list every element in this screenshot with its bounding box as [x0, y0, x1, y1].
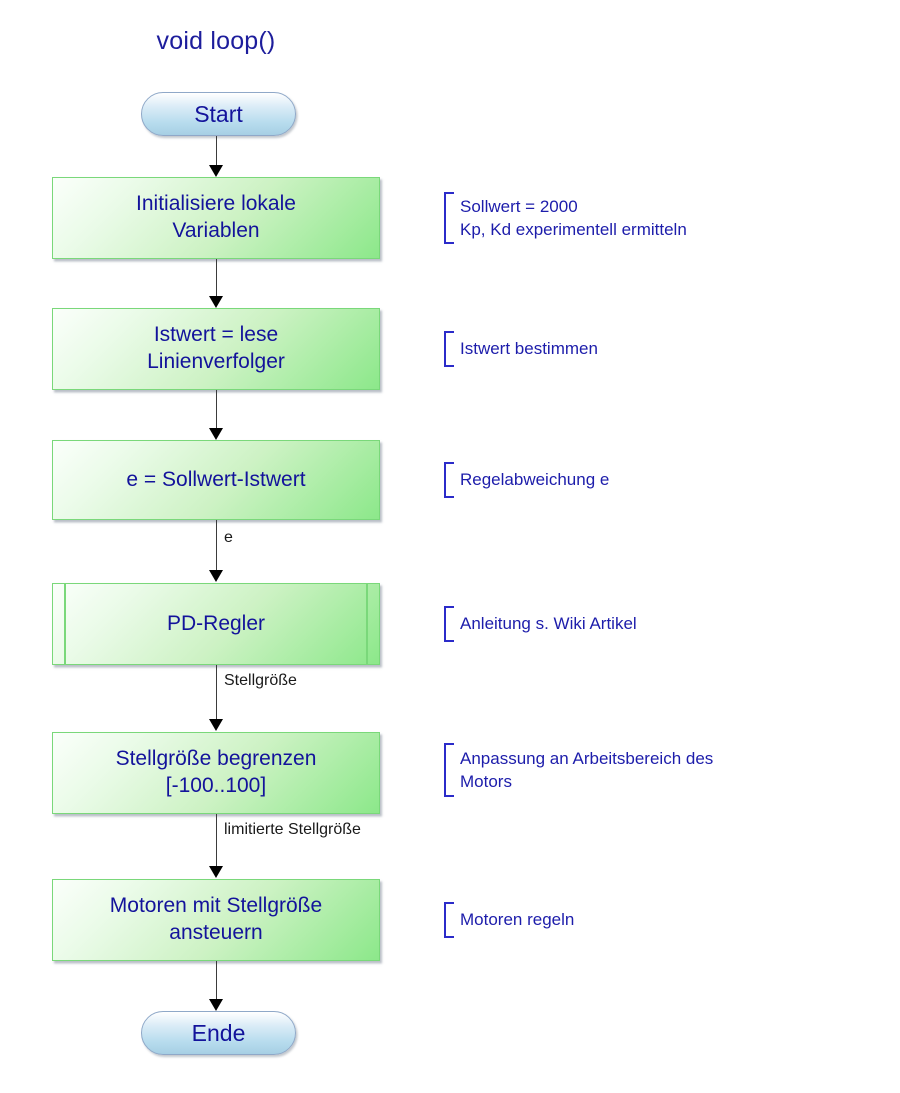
node-e-sollwert-istwert[interactable]: e = Sollwert-Istwert: [52, 440, 380, 520]
connector-start-init: [215, 136, 218, 170]
bracket-icon: [444, 331, 454, 367]
annotation-motors-text: Motoren regeln: [460, 910, 575, 930]
connector-error-pd: [215, 520, 218, 576]
bracket-icon: [444, 606, 454, 642]
bracket-icon: [444, 192, 454, 244]
node-end-label: Ende: [191, 1019, 246, 1046]
annotation-limit-text: Anpassung an Arbeitsbereich des Motors: [460, 748, 714, 791]
node-pd-regler[interactable]: PD-Regler: [52, 583, 380, 665]
node-start-label: Start: [194, 100, 243, 127]
annotation-read: Istwert bestimmen: [444, 331, 598, 367]
arrowhead-pd-limit: [209, 719, 223, 731]
node-start[interactable]: Start: [141, 92, 296, 136]
connector-motors-end: [215, 961, 218, 1005]
edge-label-stellgroesse: Stellgröße: [224, 672, 297, 689]
node-ende[interactable]: Ende: [141, 1011, 296, 1055]
bracket-icon: [444, 743, 454, 797]
node-read-label: Istwert = lese Linienverfolger: [147, 323, 285, 373]
annotation-limit: Anpassung an Arbeitsbereich des Motors: [444, 743, 713, 797]
node-limit-label: Stellgröße begrenzen [-100..100]: [115, 747, 317, 797]
arrowhead-read-error: [209, 428, 223, 440]
annotation-read-text: Istwert bestimmen: [460, 339, 598, 359]
node-istwert-lese-linienverfolger[interactable]: Istwert = lese Linienverfolger: [52, 308, 380, 390]
node-init-label: Initialisiere lokale Variablen: [136, 192, 296, 242]
annotation-error: Regelabweichung e: [444, 462, 609, 498]
annotation-motors: Motoren regeln: [444, 902, 574, 938]
annotation-error-text: Regelabweichung e: [460, 470, 610, 490]
node-motoren-ansteuern[interactable]: Motoren mit Stellgröße ansteuern: [52, 879, 380, 961]
bracket-icon: [444, 462, 454, 498]
annotation-pd-text: Anleitung s. Wiki Artikel: [460, 614, 637, 634]
connector-init-read: [215, 259, 218, 301]
node-motors-label: Motoren mit Stellgröße ansteuern: [109, 894, 323, 944]
arrowhead-motors-end: [209, 999, 223, 1011]
edge-label-limitierte-stellgroesse: limitierte Stellgröße: [224, 821, 361, 838]
node-initialisiere-lokale-variablen[interactable]: Initialisiere lokale Variablen: [52, 177, 380, 259]
annotation-pd: Anleitung s. Wiki Artikel: [444, 606, 637, 642]
connector-limit-motors: [215, 814, 218, 872]
annotation-init-text: Sollwert = 2000 Kp, Kd experimentell erm…: [460, 196, 687, 239]
connector-read-error: [215, 390, 218, 434]
connector-pd-limit: [215, 665, 218, 725]
edge-label-e: e: [224, 529, 233, 546]
node-error-label: e = Sollwert-Istwert: [126, 467, 306, 491]
page-title: void loop(): [156, 27, 276, 55]
annotation-init: Sollwert = 2000 Kp, Kd experimentell erm…: [444, 192, 687, 244]
arrowhead-error-pd: [209, 570, 223, 582]
arrowhead-start-init: [209, 165, 223, 177]
bracket-icon: [444, 902, 454, 938]
node-stellgroesse-begrenzen[interactable]: Stellgröße begrenzen [-100..100]: [52, 732, 380, 814]
arrowhead-init-read: [209, 296, 223, 308]
arrowhead-limit-motors: [209, 866, 223, 878]
node-pd-label: PD-Regler: [166, 611, 266, 635]
